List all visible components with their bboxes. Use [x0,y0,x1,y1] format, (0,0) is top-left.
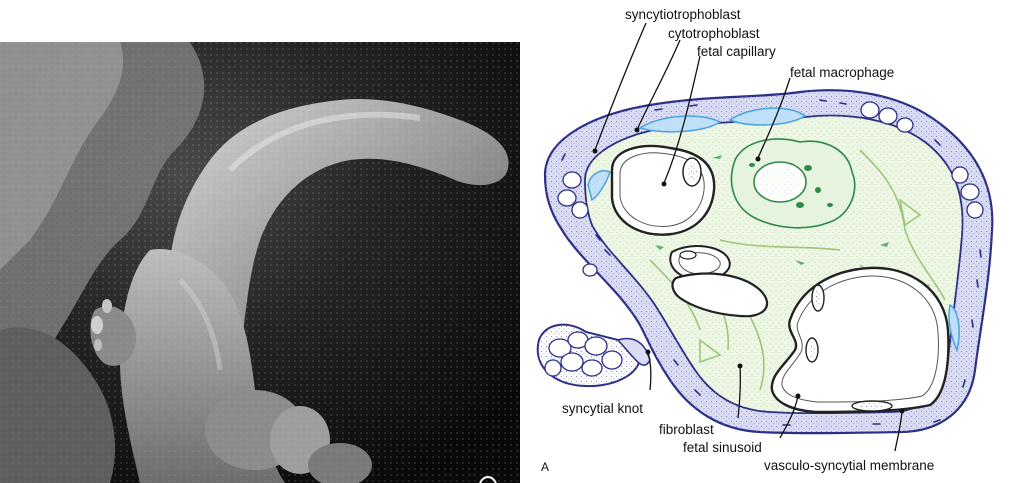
syncytial-knot-shape [538,325,650,386]
fetal-capillary-shape [612,146,714,235]
sem-micrograph [0,42,520,483]
label-syncytial-knot: syncytial knot [562,401,643,416]
label-fetal-capillary: fetal capillary [697,44,776,59]
panel-letter: A [541,460,549,474]
label-fetal-macrophage: fetal macrophage [790,65,894,80]
label-vasculo-syncytial-membrane: vasculo-syncytial membrane [764,458,934,473]
label-fetal-sinusoid: fetal sinusoid [683,440,762,455]
label-fibroblast: fibroblast [659,422,714,437]
fetal-macrophage-shape [732,139,855,228]
label-cytotrophoblast: cytotrophoblast [668,26,760,41]
label-syncytiotrophoblast: syncytiotrophoblast [625,7,741,22]
villus-diagram: syncytiotrophoblast cytotrophoblast feta… [538,7,993,474]
